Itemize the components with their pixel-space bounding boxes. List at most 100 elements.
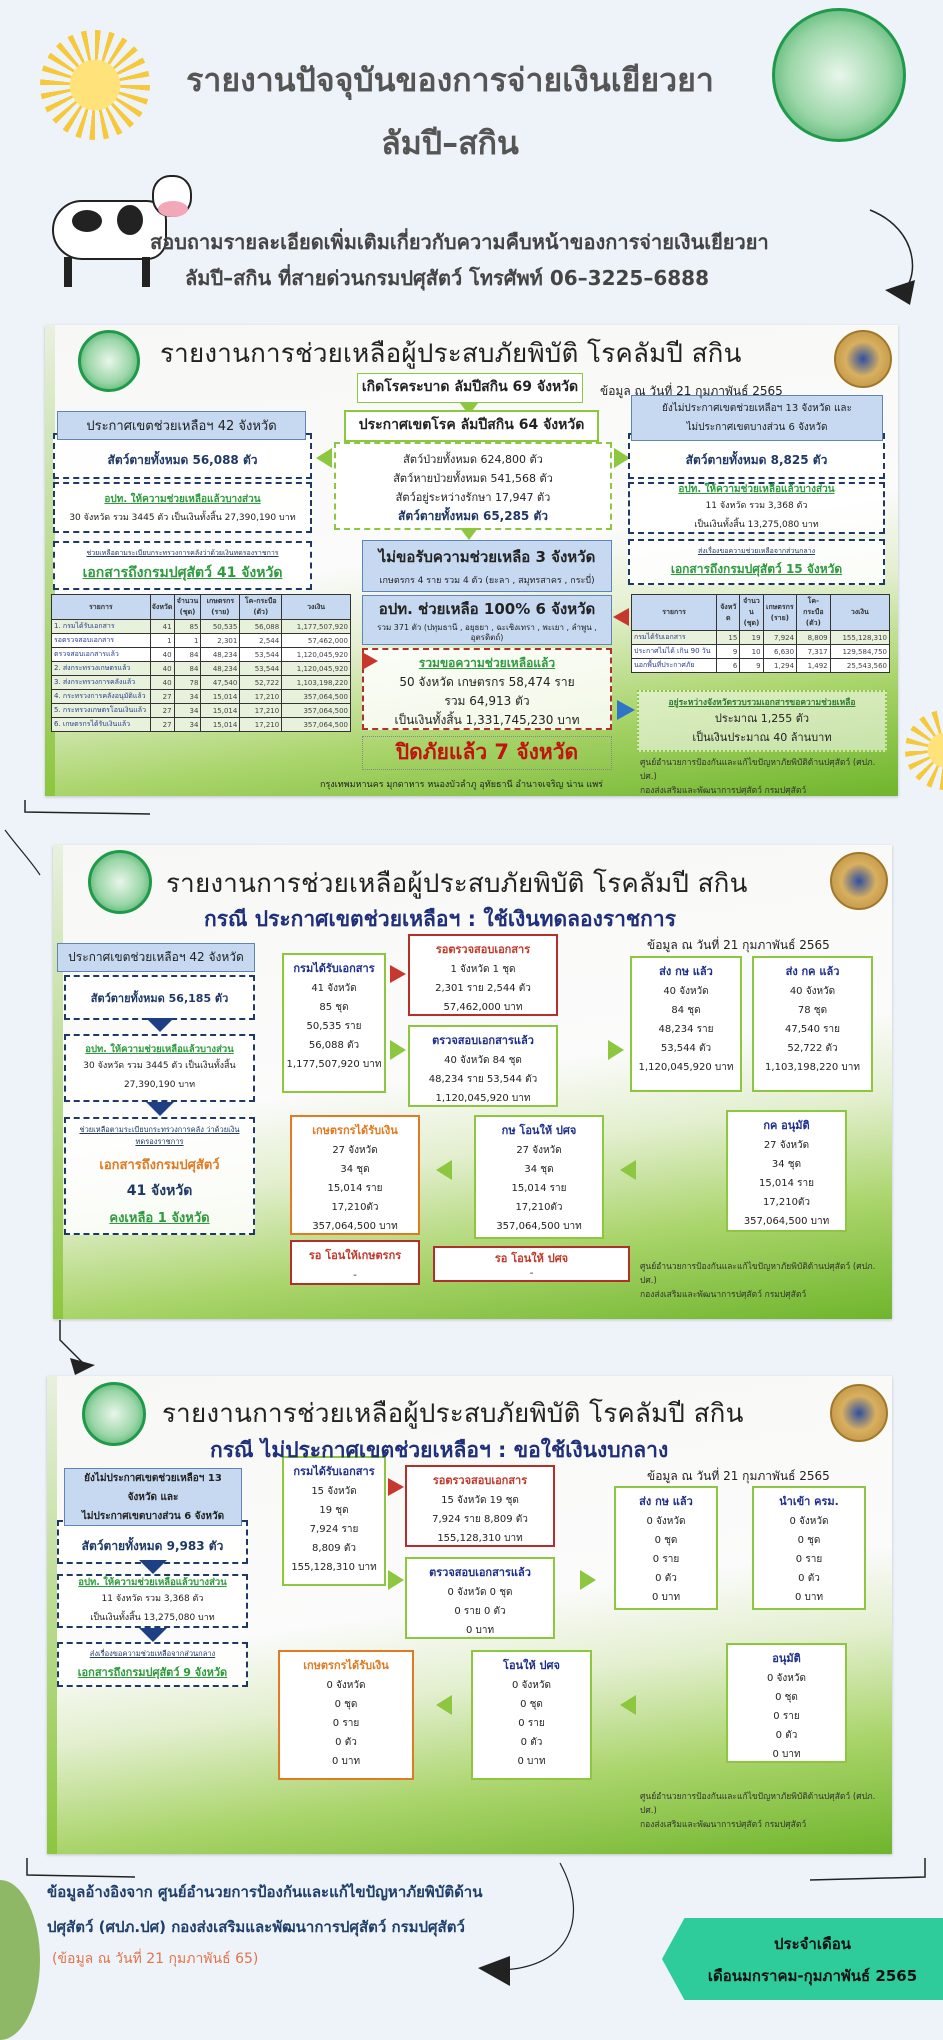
table-cell: 6 [716,658,741,673]
no-request-detail: เกษตรกร 4 ราย รวม 4 ตัว (ยะลา , สมุทรสาค… [379,576,595,586]
total-line: รวม 64,913 ตัว [444,694,530,708]
box-line: 84 ชุด [671,1005,701,1016]
table-cell: กรมได้รับเอกสาร [630,630,718,645]
sun-icon [40,30,150,140]
box-title: รอ โอนให้เกษตรกร [308,1249,402,1262]
box-line: 40 จังหวัด [789,986,836,997]
table-cell: 34 [173,703,202,718]
box-title: ตรวจสอบเอกสารแล้ว [429,1566,531,1579]
right-local-title: อปท. ให้ความช่วยเหลือแล้วบางส่วน [678,483,835,495]
right-undeclared-header: ยังไม่ประกาศเขตช่วยเหลือฯ 13 จังหวัด และ… [631,395,883,441]
p2-doc-num: 41 จังหวัด [126,1183,193,1199]
table-cell: 15,014 [200,703,241,718]
table-cell: 1,492 [796,658,831,673]
box-title: เกษตรกรได้รับเงิน [312,1124,398,1137]
box-title: รอ โอนให้ ปศจ [494,1252,569,1265]
no-request-title: ไม่ขอรับความช่วยเหลือ 3 จังหวัด [378,548,596,566]
box-line: 1,120,045,920 บาท [435,1093,531,1104]
source-date-note: (ข้อมูล ณ วันที่ 21 กุมภาพันธ์ 65) [52,1951,259,1967]
table-cell: 27 [149,703,175,718]
box-line: 0 บาท [331,1756,361,1767]
box-line: 1,103,198,220 บาท [765,1062,860,1073]
box-line: 0 ราย [652,1554,680,1565]
table-cell: 17,210 [239,703,283,718]
box-line: 0 ชุด [797,1535,821,1546]
box-line: 27 จังหวัด [763,1140,810,1151]
panel3-footnote: ศูนย์อำนวยการป้องกันและแก้ไขปัญหาภัยพิบั… [640,1790,885,1832]
footnote-line: ศูนย์อำนวยการป้องกันและแก้ไขปัญหาภัยพิบั… [640,1792,876,1816]
box-line: 34 ชุด [771,1159,802,1170]
table-cell: 15,014 [200,689,241,704]
arrow-right-icon [390,1040,406,1060]
panel3-subtitle: กรณี ไม่ประกาศเขตช่วยเหลือฯ : ขอใช้เงินง… [210,1438,669,1462]
box-line: 85 ชุด [319,1002,349,1013]
header-line: ไม่ประกาศเขตบางส่วน 6 จังหวัด [686,422,828,433]
page-title: รายงานปัจจุบันของการจ่ายเงินเยียวยา [186,61,714,99]
left-doc-count: เอกสารถึงกรมปศุสัตว์ 41 จังหวัด [82,564,283,581]
p3-local-title: อปท. ให้ความช่วยเหลือแล้วบางส่วน [78,1576,227,1588]
dld-logo-icon [830,852,888,910]
local-line: 30 จังหวัด รวม 3445 ตัว เป็นเงินทั้งสิ้น [83,1060,236,1071]
left-declared-header: ประกาศเขตช่วยเหลือฯ 42 จังหวัด [57,411,306,440]
box-line: 40 จังหวัด [663,986,709,997]
box-line: 50,535 ราย [306,1021,362,1032]
box-line: 27 จังหวัด [332,1145,378,1156]
table-cell: 84 [173,647,202,662]
source-line1: ข้อมูลอ้างอิงจาก ศูนย์อำนวยการป้องกันและ… [47,1883,483,1901]
table-cell: 8,809 [796,630,831,645]
total-line: เป็นเงินทั้งสิ้น 1,331,745,230 บาท [394,713,580,727]
table-cell: นอกพื้นที่ประกาศภัย [630,658,718,673]
table-cell: 357,064,500 [281,717,351,732]
p3-doc-box: ส่งเรื่องขอความช่วยเหลือจากส่วนกลาง เอกส… [57,1642,248,1687]
footnote-line: กองส่งเสริมและพัฒนาการปศุสัตว์ กรมปศุสัต… [640,786,807,796]
box-line: 0 จังหวัด [646,1516,686,1527]
disease-stats-box: สัตว์ป่วยทั้งหมด 624,800 ตัวสัตว์หายป่วย… [334,442,612,530]
table-cell: 3. ส่งกระทรวงการคลังแล้ว [51,675,151,690]
column-header: โค-กระบือ (ตัว) [239,594,283,620]
summary-table: รายการจังหวัดจำนวน (ชุด)เกษตรกร (ราย)โค-… [51,594,351,732]
total-line: 50 จังหวัด เกษตรกร 58,474 ราย [399,675,575,689]
arrow-down-icon [139,1628,167,1642]
box-line: 0 ตัว [520,1737,543,1748]
table-cell: 85 [173,619,202,634]
table-cell: 357,064,500 [281,689,351,704]
table-cell: 15 [716,630,741,645]
table-cell: 78 [173,675,202,690]
box-title: โอนให้ ปศจ [503,1659,560,1672]
closed-provinces: กรุงเทพมหานคร มุกดาหาร หนองบัวลำภู อุทัย… [320,780,603,790]
box-line: 0 บาท [794,1592,824,1603]
page-title-line2: ลัมปี–สกิน [381,124,519,162]
table-cell: 57,462,000 [281,633,351,648]
footnote-lines: ศูนย์อำนวยการป้องกันและแก้ไขปัญหาภัยพิบั… [640,756,885,798]
box-line: 1,120,045,920 บาท [638,1062,734,1073]
pending-line: ประมาณ 1,255 ตัว [714,712,810,725]
right-dead: สัตว์ตายทั้งหมด 8,825 ตัว [685,452,828,467]
box-title: ส่ง กษ แล้ว [659,965,713,978]
box-line: 57,462,000 บาท [443,1002,523,1013]
closed-disaster: ปิดภัยแล้ว 7 จังหวัด [362,736,612,770]
table-cell: 4. กระทรวงการคลังอนุมัติแล้ว [51,689,151,704]
period-badge: ประจำเดือน เดือนมกราคม-กุมภาพันธ์ 2565 [662,1918,943,2000]
box-line: 52,722 ตัว [787,1043,838,1054]
box-line: 0 จังหวัด [512,1680,551,1691]
badge-line2: เดือนมกราคม-กุมภาพันธ์ 2565 [707,1967,918,1985]
local-line: 27,390,190 บาท [123,1079,196,1090]
box-line: 48,234 ราย [658,1024,714,1035]
box-lines: - [435,1268,628,1279]
ministry-logo [772,8,906,142]
box-line: 0 ตัว [775,1730,798,1741]
box-line: 56,088 ตัว [308,1040,360,1051]
sun-icon [905,710,943,790]
table-cell: 1 [149,633,175,648]
box-line: 0 ชุด [775,1692,798,1703]
